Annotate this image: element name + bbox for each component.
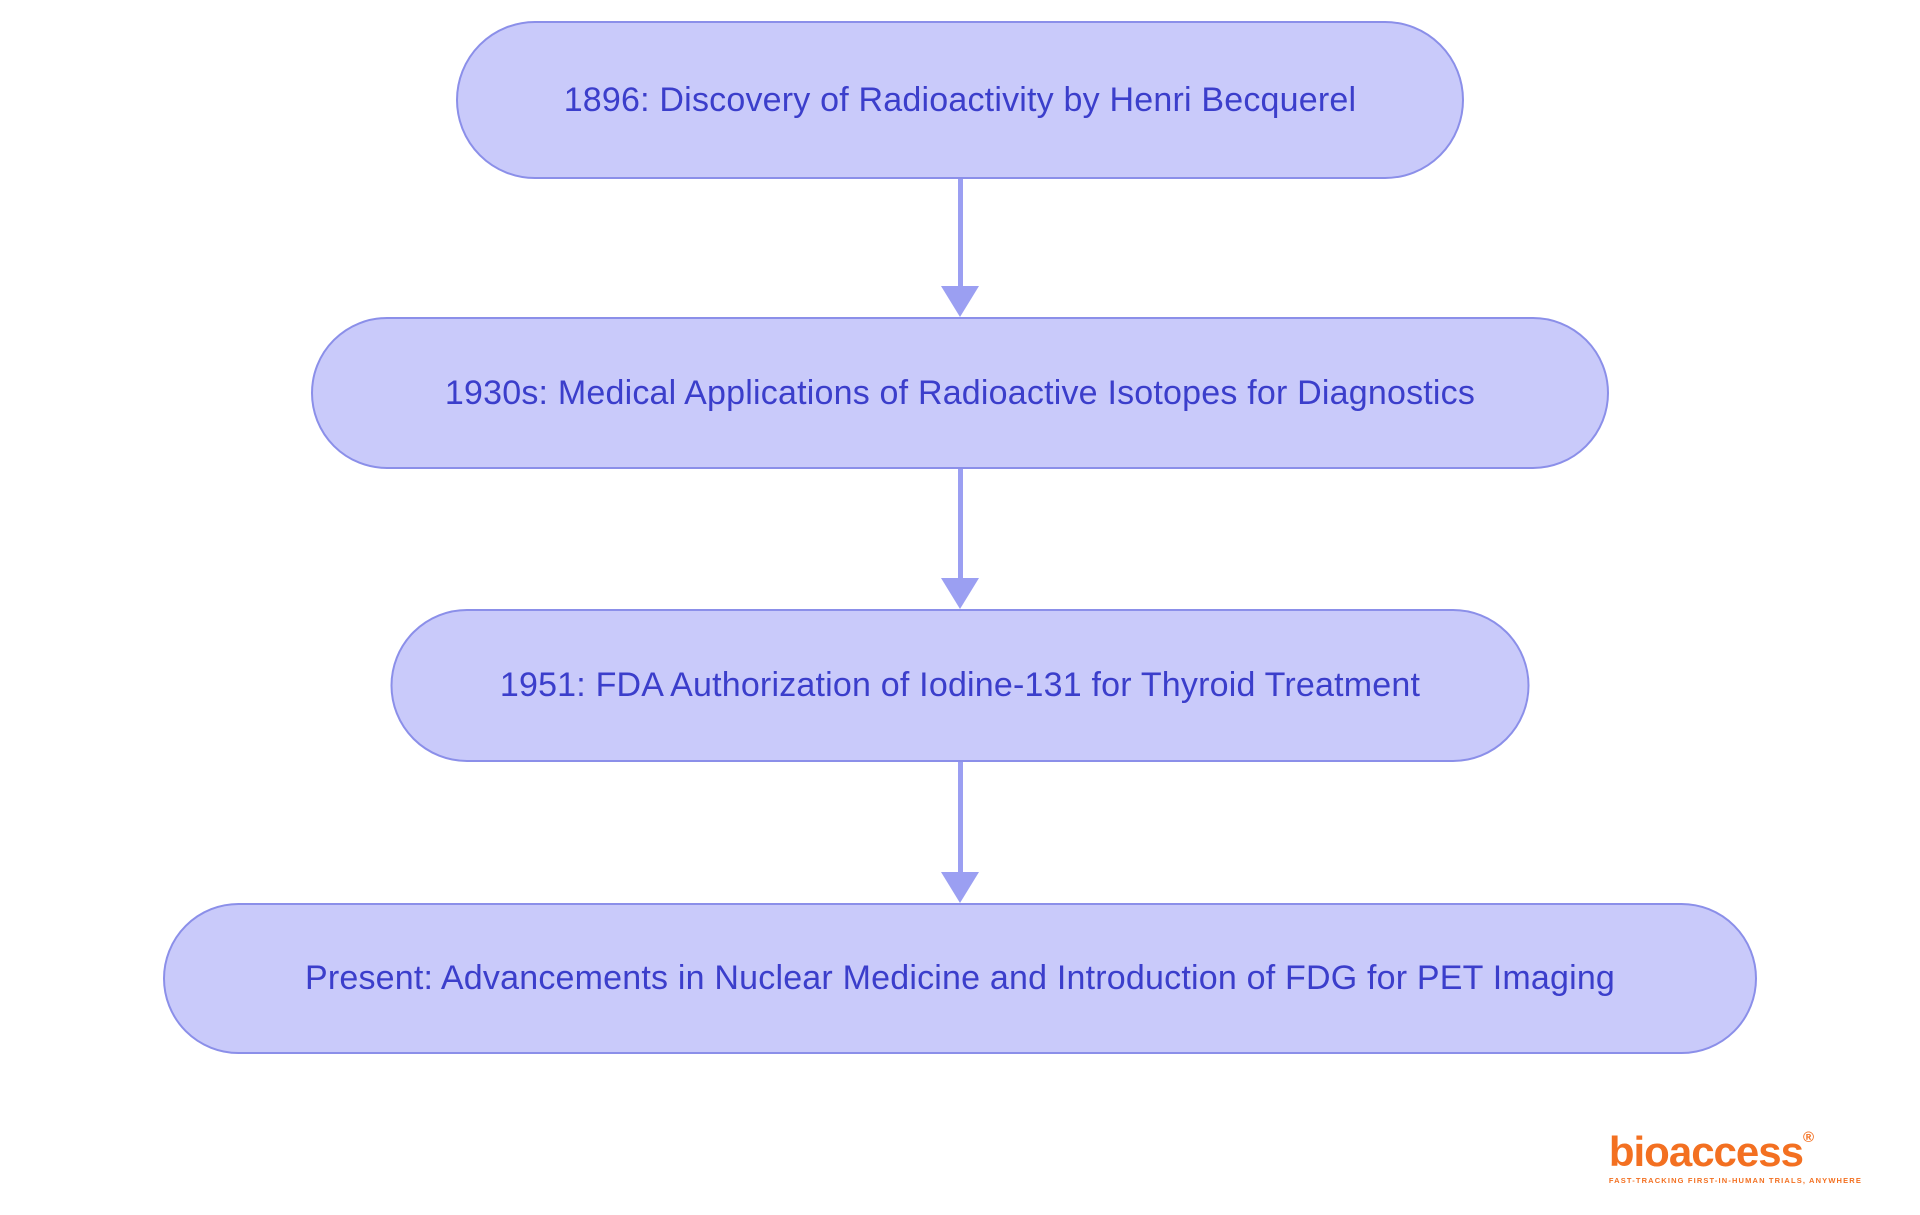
registered-trademark-icon: ® <box>1803 1129 1815 1146</box>
timeline-node-label: 1930s: Medical Applications of Radioacti… <box>444 373 1476 412</box>
timeline-node-label: 1896: Discovery of Radioactivity by Henr… <box>563 80 1357 119</box>
arrow-shaft <box>957 179 963 286</box>
arrow-shaft <box>957 762 963 872</box>
arrow-shaft <box>957 469 963 578</box>
bioaccess-logo: bioaccess® FAST-TRACKING FIRST-IN-HUMAN … <box>1609 1129 1862 1185</box>
flow-arrow <box>941 762 979 903</box>
bioaccess-tagline: FAST-TRACKING FIRST-IN-HUMAN TRIALS, ANY… <box>1608 1176 1862 1185</box>
timeline-node-1896: 1896: Discovery of Radioactivity by Henr… <box>456 21 1464 179</box>
timeline-node-1930s: 1930s: Medical Applications of Radioacti… <box>311 317 1609 469</box>
timeline-node-label: 1951: FDA Authorization of Iodine-131 fo… <box>499 666 1421 704</box>
arrow-head-icon <box>941 286 979 317</box>
flow-arrow <box>941 179 979 317</box>
arrow-head-icon <box>941 872 979 903</box>
timeline-node-1951: 1951: FDA Authorization of Iodine-131 fo… <box>390 609 1530 762</box>
bioaccess-wordmark: bioaccess <box>1608 1128 1804 1175</box>
flow-arrow <box>941 469 979 609</box>
timeline-node-present: Present: Advancements in Nuclear Medicin… <box>163 903 1757 1054</box>
timeline-node-label: Present: Advancements in Nuclear Medicin… <box>304 959 1616 997</box>
arrow-head-icon <box>941 578 979 609</box>
